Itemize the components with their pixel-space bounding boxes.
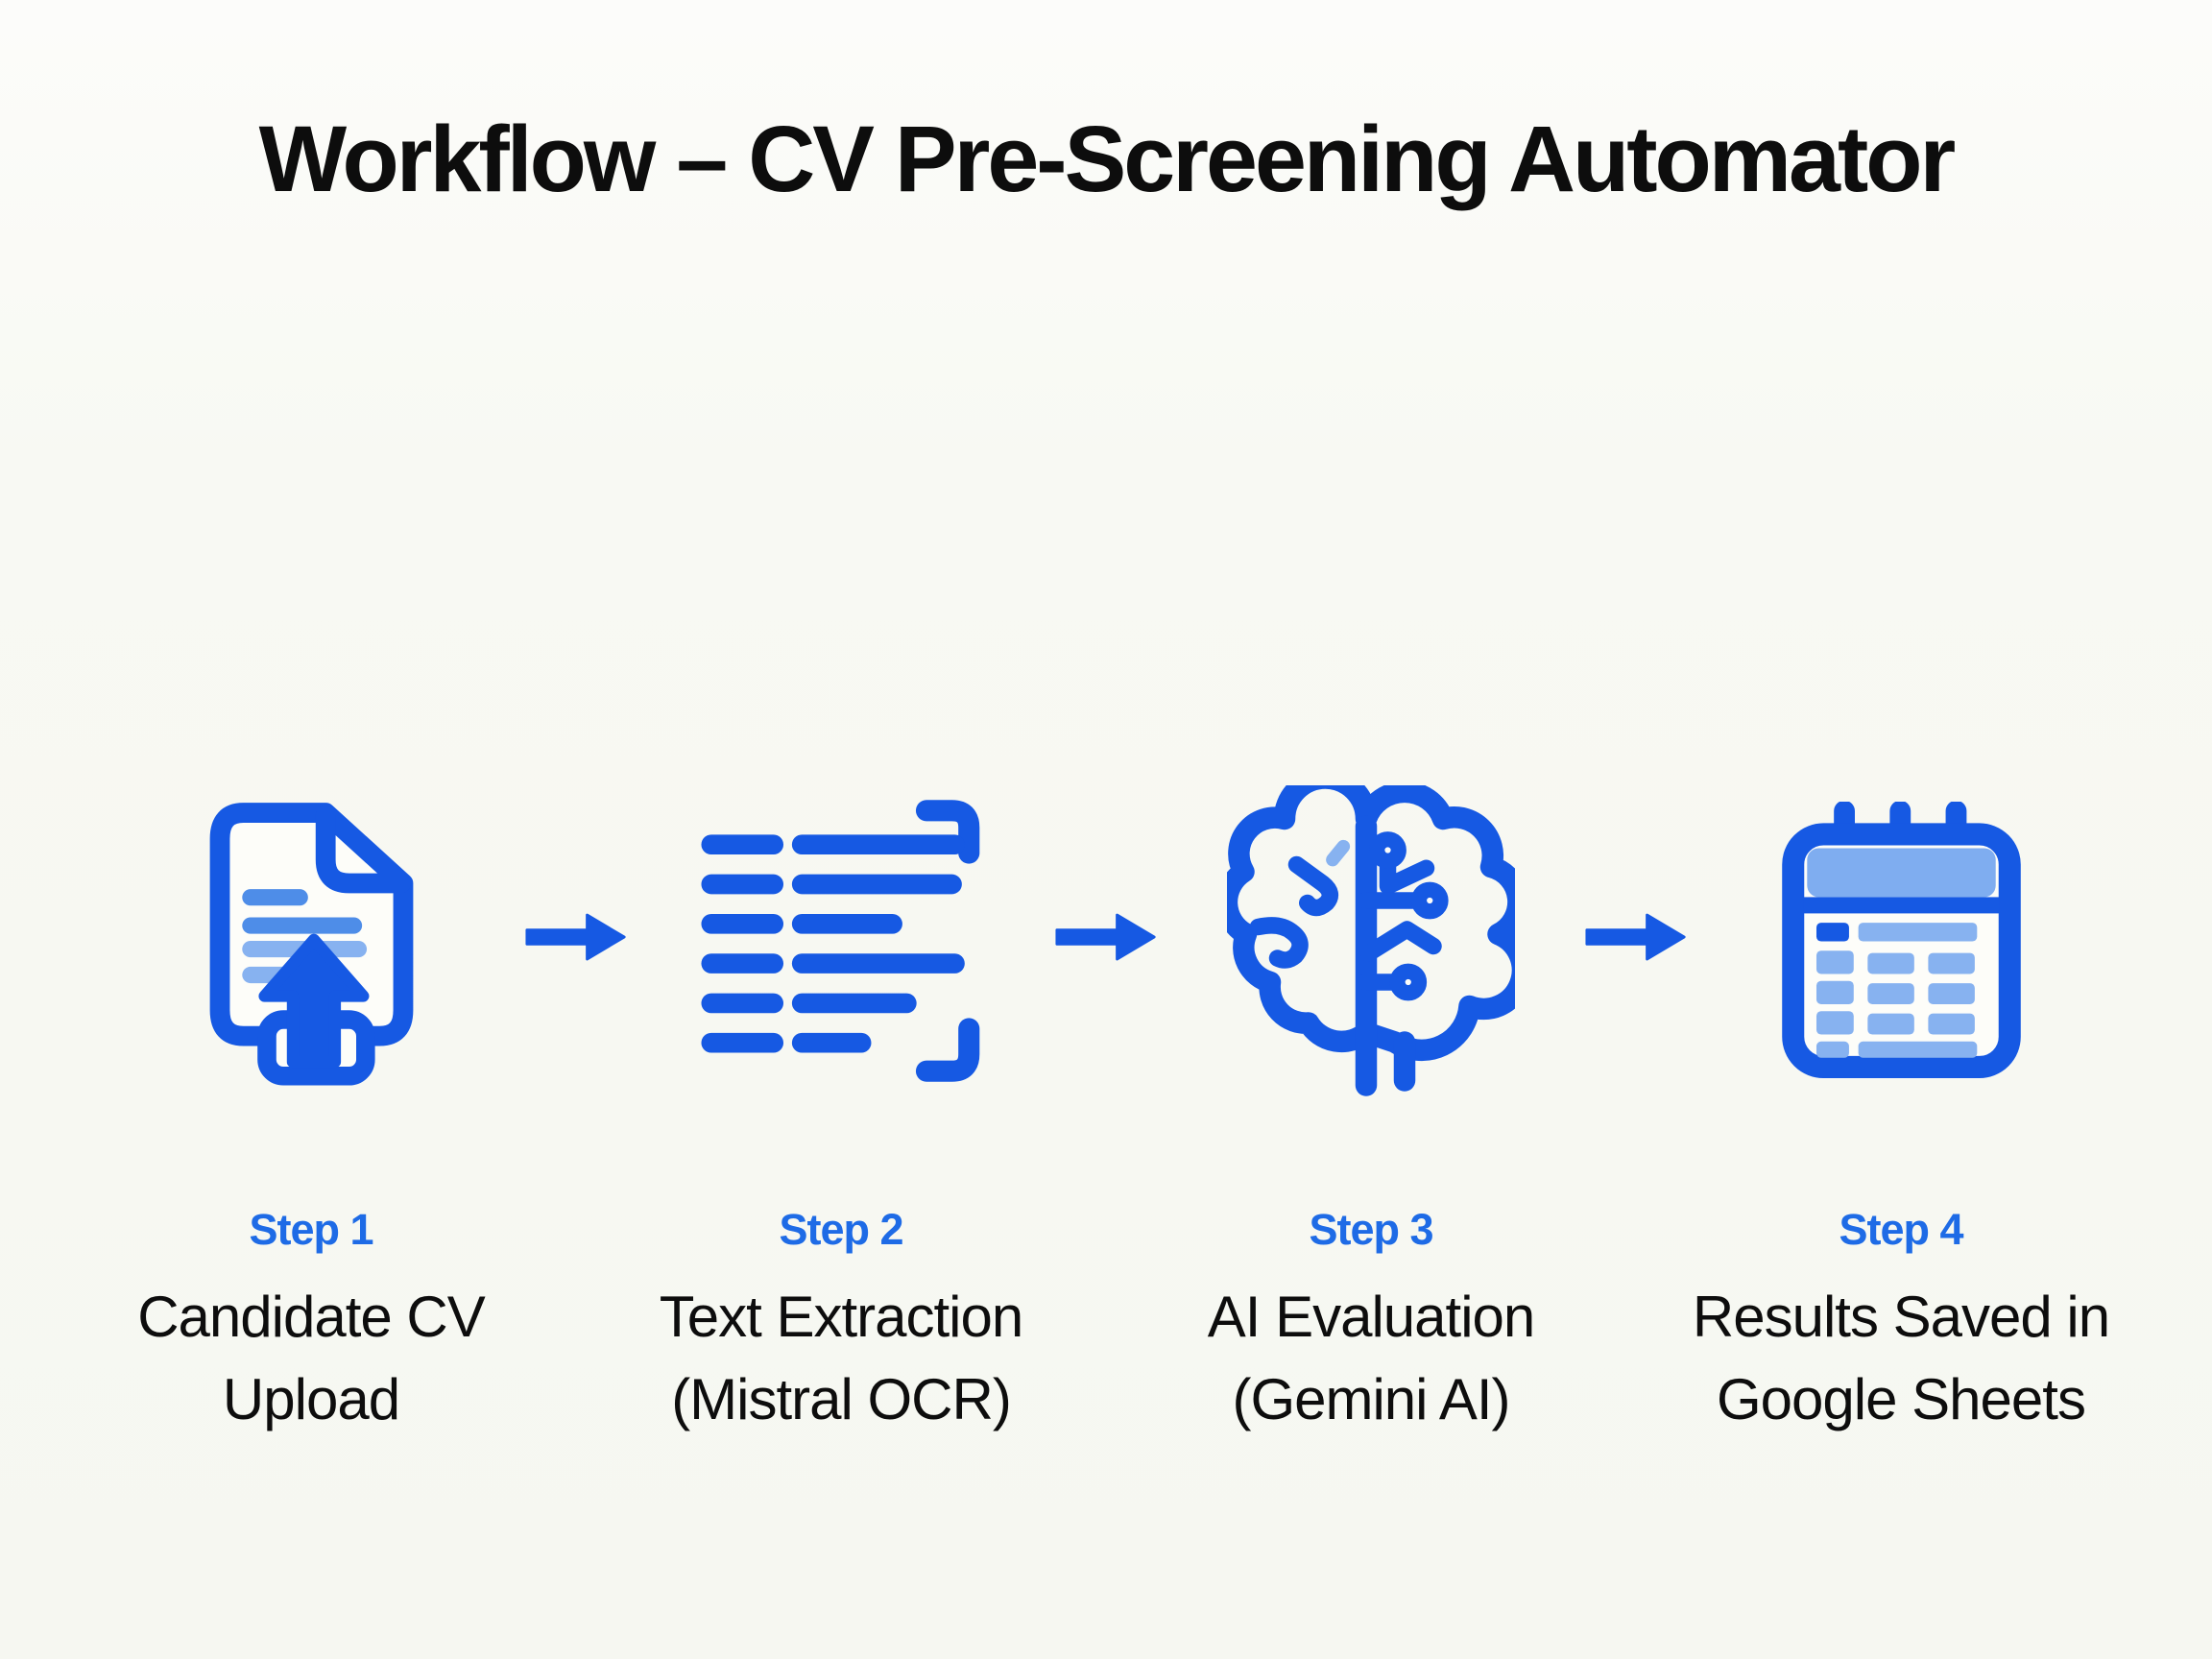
step-label: Step 2 (779, 1205, 903, 1254)
step-title: Candidate CV Upload (137, 1285, 486, 1431)
step-column-4: Step 4 Results Saved in Google Sheets (1690, 787, 2112, 1441)
step-column-2: Step 2 Text Extraction (Mistral OCR) (630, 787, 1052, 1441)
ocr-text-icon (700, 787, 983, 1094)
step-label: Step 1 (249, 1205, 373, 1254)
flow-arrow-icon (522, 910, 630, 964)
flow-arrow-icon (1582, 910, 1690, 964)
step-title: Text Extraction (Mistral OCR) (659, 1285, 1023, 1431)
step-title: Results Saved in Google Sheets (1692, 1285, 2110, 1431)
step-label: Step 4 (1839, 1205, 1963, 1254)
step-label: Step 3 (1309, 1205, 1433, 1254)
workflow-steps-row: Step 1 Candidate CV Upload (0, 784, 2212, 1441)
step-column-1: Step 1 Candidate CV Upload (100, 787, 522, 1441)
step-title: AI Evaluation (Gemini AI) (1207, 1285, 1536, 1431)
ai-brain-icon (1227, 784, 1515, 1096)
step-column-3: Step 3 AI Evaluation (Gemini AI) (1160, 784, 1582, 1441)
flow-arrow-icon (1052, 910, 1160, 964)
cv-upload-icon (194, 787, 429, 1094)
page-title: Workflow – CV Pre-Screening Automator (258, 107, 1957, 211)
google-sheets-icon (1779, 787, 2024, 1094)
